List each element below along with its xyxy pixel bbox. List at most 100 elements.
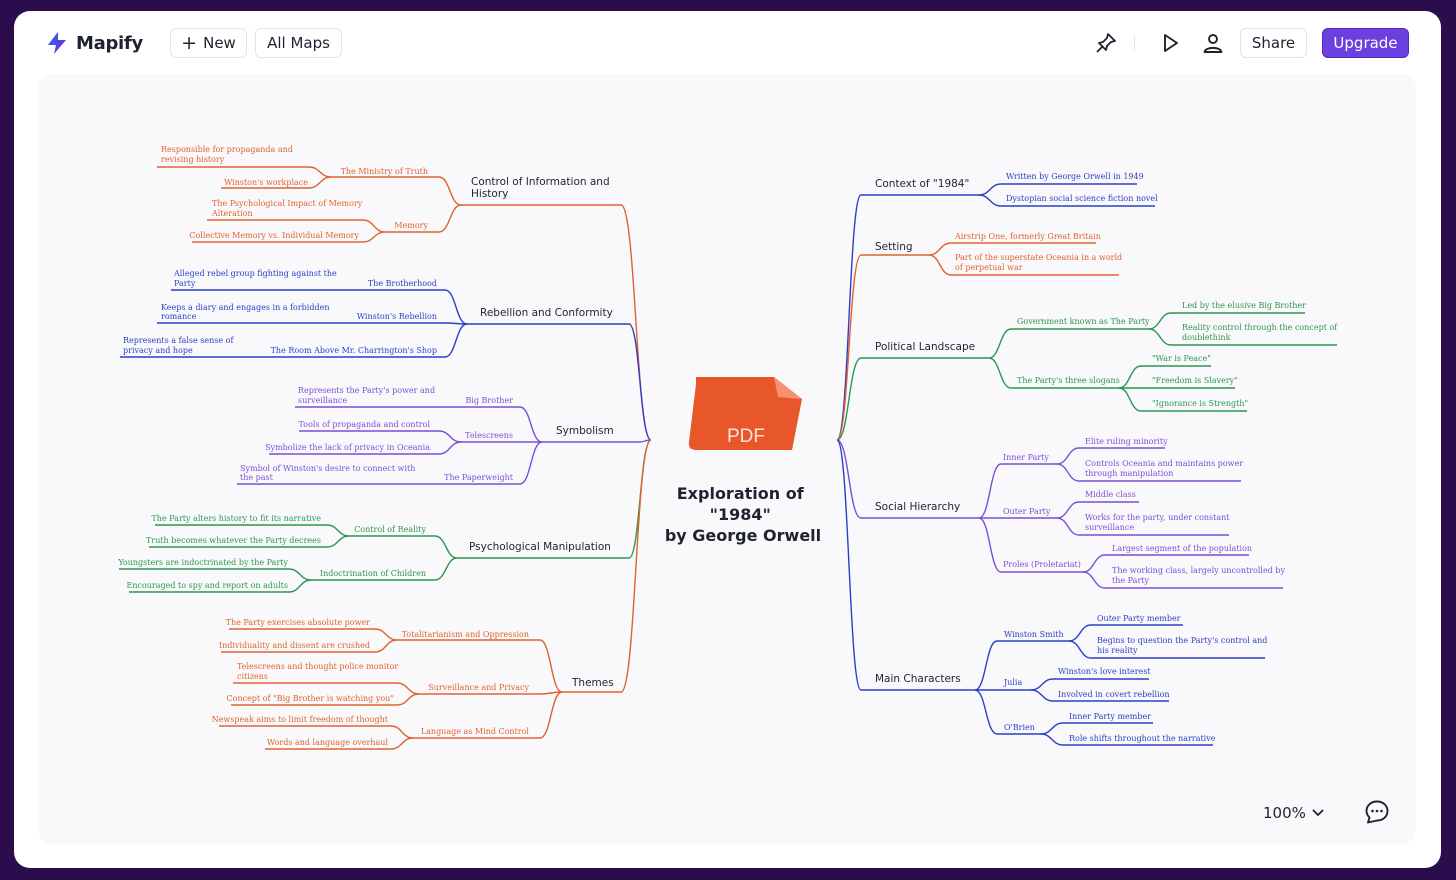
app-logo[interactable]: Mapify <box>44 30 143 56</box>
mindmap-node-leaf[interactable]: Represents the Party's power and <box>298 386 435 395</box>
mindmap-node-leaf[interactable]: Part of the superstate Oceania in a worl… <box>955 253 1122 262</box>
mindmap-node-leaf[interactable]: "Freedom is Slavery" <box>1152 376 1238 385</box>
mindmap-node-leaf[interactable]: surveillance <box>298 396 347 405</box>
mindmap-node-leaf[interactable]: Symbol of Winston's desire to connect wi… <box>240 464 415 473</box>
mindmap-node-leaf[interactable]: through manipulation <box>1085 469 1173 478</box>
mindmap-node-leaf[interactable]: Symbolize the lack of privacy in Oceania <box>265 443 430 452</box>
mindmap-node-sub[interactable]: Telescreens <box>465 431 513 440</box>
mindmap-node-leaf[interactable]: Dystopian social science fiction novel <box>1006 194 1158 203</box>
new-map-button[interactable]: + New <box>170 28 247 58</box>
mindmap-node-sub[interactable]: Big Brother <box>465 396 513 405</box>
mindmap-node-branch[interactable]: Control of Information and <box>471 176 610 188</box>
mindmap-node-sub[interactable]: O'Brien <box>1004 723 1035 732</box>
mindmap-node-leaf[interactable]: Keeps a diary and engages in a forbidden <box>161 303 330 312</box>
mindmap-node-leaf[interactable]: the past <box>240 473 274 482</box>
mindmap-node-sub[interactable]: Julia <box>1003 678 1022 687</box>
mindmap-node-sub[interactable]: The Room Above Mr. Charrington's Shop <box>271 346 437 355</box>
mindmap-node-leaf[interactable]: citizens <box>237 672 268 681</box>
mindmap-node-branch[interactable]: Rebellion and Conformity <box>480 307 613 319</box>
mindmap-node-branch[interactable]: Setting <box>875 241 913 253</box>
all-maps-button[interactable]: All Maps <box>255 28 342 58</box>
mindmap-node-leaf[interactable]: Winston's workplace <box>224 178 308 187</box>
mindmap-node-branch[interactable]: Context of "1984" <box>875 178 969 190</box>
mindmap-node-branch[interactable]: Psychological Manipulation <box>469 541 611 553</box>
mindmap-node-sub[interactable]: Surveillance and Privacy <box>428 683 529 692</box>
mindmap-node-leaf[interactable]: "War is Peace" <box>1152 354 1211 363</box>
mindmap-node-leaf[interactable]: Largest segment of the population <box>1112 544 1252 553</box>
mindmap-node-sub[interactable]: Government known as The Party <box>1017 317 1150 326</box>
user-icon[interactable] <box>1199 29 1227 57</box>
mindmap-node-sub[interactable]: Indoctrination of Children <box>320 569 426 578</box>
mindmap-node-leaf[interactable]: Outer Party member <box>1097 614 1181 623</box>
mindmap-node-leaf[interactable]: of perpetual war <box>955 263 1023 272</box>
mindmap-node-sub[interactable]: Outer Party <box>1003 507 1051 516</box>
mindmap-node-sub[interactable]: Inner Party <box>1003 453 1049 462</box>
mindmap-node-leaf[interactable]: Middle class <box>1085 490 1136 499</box>
mindmap-node-leaf[interactable]: doublethink <box>1182 333 1231 342</box>
mindmap-node-leaf[interactable]: Alteration <box>211 209 253 218</box>
mindmap-node-sub[interactable]: Proles (Proletariat) <box>1003 560 1081 569</box>
mindmap-node-leaf[interactable]: Works for the party, under constant <box>1085 513 1230 522</box>
mindmap-node-leaf[interactable]: Party <box>174 279 196 288</box>
mindmap-node-leaf[interactable]: romance <box>161 312 197 321</box>
mindmap-node-leaf[interactable]: The Party exercises absolute power <box>226 618 371 627</box>
mindmap-node-leaf[interactable]: Tools of propaganda and control <box>299 420 431 429</box>
mindmap-node-leaf[interactable]: Written by George Orwell in 1949 <box>1006 172 1144 181</box>
mindmap-node-branch[interactable]: Main Characters <box>875 673 961 685</box>
chat-icon[interactable] <box>1364 799 1390 830</box>
mindmap-node-sub[interactable]: The Party's three slogans <box>1017 376 1120 385</box>
mindmap-node-leaf[interactable]: "Ignorance is Strength" <box>1152 399 1248 408</box>
mindmap-node-leaf[interactable]: his reality <box>1097 646 1138 655</box>
mindmap-node-leaf[interactable]: Reality control through the concept of <box>1182 323 1338 332</box>
upgrade-button[interactable]: Upgrade <box>1322 28 1409 58</box>
mindmap-node-leaf[interactable]: surveillance <box>1085 523 1134 532</box>
mindmap-node-leaf[interactable]: Role shifts throughout the narrative <box>1069 734 1216 743</box>
mindmap-node-sub[interactable]: Winston's Rebellion <box>357 312 437 321</box>
play-icon[interactable] <box>1156 29 1184 57</box>
mindmap-node-leaf[interactable]: revising history <box>161 155 225 164</box>
mindmap-node-branch[interactable]: History <box>471 188 508 200</box>
mindmap-node-leaf[interactable]: Youngsters are indoctrinated by the Part… <box>117 558 288 567</box>
mindmap-node-sub[interactable]: Control of Reality <box>354 525 426 534</box>
pin-icon[interactable] <box>1092 29 1120 57</box>
mindmap-node-leaf[interactable]: Encouraged to spy and report on adults <box>126 581 288 590</box>
mindmap-node-leaf[interactable]: Represents a false sense of <box>123 336 234 345</box>
mindmap-node-leaf[interactable]: Inner Party member <box>1069 712 1151 721</box>
mindmap-node-leaf[interactable]: Alleged rebel group fighting against the <box>173 269 337 278</box>
mindmap-node-leaf[interactable]: the Party <box>1112 576 1149 585</box>
mindmap-node-leaf[interactable]: privacy and hope <box>123 346 193 355</box>
mindmap-node-leaf[interactable]: Individuality and dissent are crushed <box>219 641 370 650</box>
mindmap-node-sub[interactable]: The Ministry of Truth <box>341 167 428 176</box>
mindmap-node-sub[interactable]: The Brotherhood <box>368 279 437 288</box>
mindmap-node-leaf[interactable]: Truth becomes whatever the Party decrees <box>146 536 321 545</box>
mindmap-node-leaf[interactable]: Words and language overhaul <box>267 738 389 747</box>
mindmap-node-leaf[interactable]: Newspeak aims to limit freedom of though… <box>212 715 389 724</box>
share-button[interactable]: Share <box>1240 28 1307 58</box>
mindmap-node-leaf[interactable]: Controls Oceania and maintains power <box>1085 459 1243 468</box>
mindmap-node-sub[interactable]: Language as Mind Control <box>421 727 530 736</box>
mindmap-node-leaf[interactable]: The Party alters history to fit its narr… <box>151 514 321 523</box>
mindmap-node-branch[interactable]: Political Landscape <box>875 341 975 353</box>
mindmap-node-leaf[interactable]: Telescreens and thought police monitor <box>237 662 398 671</box>
mindmap-node-leaf[interactable]: Airstrip One, formerly Great Britain <box>954 232 1101 241</box>
mindmap-node-sub[interactable]: The Paperweight <box>444 473 514 482</box>
mindmap-node-sub[interactable]: Winston Smith <box>1004 630 1064 639</box>
central-topic[interactable]: Exploration of "1984" by George Orwell <box>665 484 821 545</box>
mindmap-node-leaf[interactable]: The Psychological Impact of Memory <box>212 199 363 208</box>
mindmap-node-leaf[interactable]: Concept of "Big Brother is watching you" <box>227 694 395 703</box>
mindmap-node-leaf[interactable]: Elite ruling minority <box>1085 437 1168 446</box>
mindmap-node-leaf[interactable]: Winston's love interest <box>1058 667 1151 676</box>
zoom-control[interactable]: 100% <box>1263 804 1324 822</box>
mindmap-node-leaf[interactable]: Led by the elusive Big Brother <box>1182 301 1306 310</box>
mindmap-node-leaf[interactable]: Responsible for propaganda and <box>161 145 293 154</box>
mindmap-node-leaf[interactable]: Involved in covert rebellion <box>1058 690 1170 699</box>
mindmap-node-branch[interactable]: Themes <box>571 677 614 689</box>
mindmap-node-branch[interactable]: Social Hierarchy <box>875 501 960 513</box>
mindmap-node-leaf[interactable]: The working class, largely uncontrolled … <box>1112 566 1285 575</box>
mindmap-node-leaf[interactable]: Collective Memory vs. Individual Memory <box>189 231 359 240</box>
mindmap-node-leaf[interactable]: Begins to question the Party's control a… <box>1097 636 1267 645</box>
mindmap-node-branch[interactable]: Symbolism <box>556 425 614 437</box>
mindmap-node-sub[interactable]: Memory <box>394 221 428 230</box>
